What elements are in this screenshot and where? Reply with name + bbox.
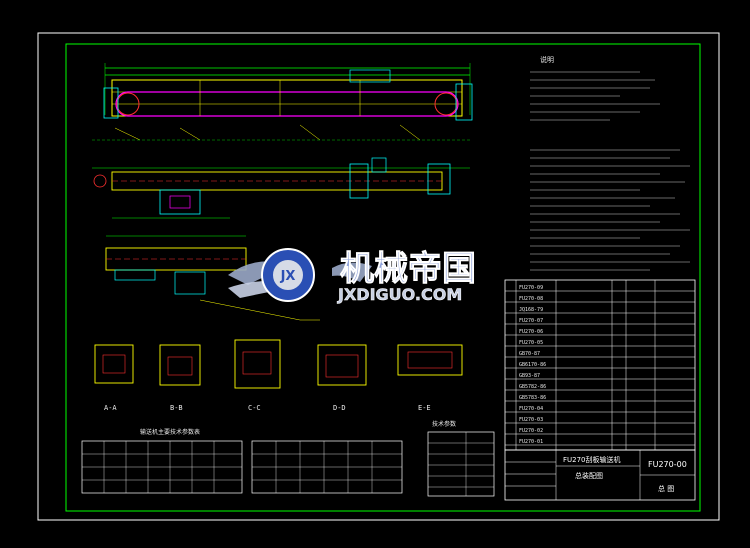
bom-code: FU270-01	[519, 439, 543, 445]
bom-code: GB5783-86	[519, 395, 546, 401]
bom-code: FU270-06	[519, 329, 543, 335]
main-elevation-view	[92, 63, 473, 141]
bom-code: FU270-05	[519, 340, 543, 346]
watermark-latin: JXDIGUO.COM	[337, 285, 462, 304]
section-label-b: B-B	[170, 404, 183, 412]
table1-title: 输送机主要技术参数表	[140, 428, 200, 436]
watermark-chinese: 机械帝国	[340, 249, 476, 289]
emblem-letters: JX	[280, 269, 296, 284]
bom-code: GB93-87	[519, 373, 540, 379]
section-views: A-A B-B C-C D-D E-E	[94, 339, 463, 412]
outer-frame	[37, 32, 720, 521]
title-line-2: 总装配图	[575, 471, 603, 480]
bom-code: FU270-07	[519, 318, 543, 324]
bom-code: GB70-87	[519, 351, 540, 357]
technical-notes: 说明	[530, 55, 690, 271]
section-label-e: E-E	[418, 404, 431, 412]
parameter-table-2	[251, 440, 403, 494]
tech-parameter-table: 技术参数	[427, 420, 495, 497]
parameter-table-1: 输送机主要技术参数表	[81, 428, 243, 494]
bom-code: FU270-02	[519, 428, 543, 434]
bom-code: JQ168-79	[519, 307, 543, 313]
bom-code: FU270-03	[519, 417, 543, 423]
drawing-border	[65, 43, 701, 512]
bom-code: FU270-04	[519, 406, 543, 412]
bom-code: GB6170-86	[519, 362, 546, 368]
drawing-number: FU270-00	[648, 460, 687, 469]
sheet-label: 总 图	[658, 484, 674, 493]
section-label-c: C-C	[248, 404, 261, 412]
title-line-1: FU270刮板输送机	[563, 455, 621, 464]
watermark-logo: JX 机械帝国 JXDIGUO.COM	[228, 248, 476, 304]
plan-view	[92, 157, 470, 219]
section-label-d: D-D	[333, 404, 346, 412]
section-label-a: A-A	[104, 404, 117, 412]
notes-heading: 说明	[540, 55, 554, 64]
table2-title: 技术参数	[432, 420, 456, 428]
bom-code: GB5782-86	[519, 384, 546, 390]
bom-code: FU270-08	[519, 296, 543, 302]
lower-plan-view	[105, 235, 320, 321]
title-block: FU270刮板输送机 总装配图 FU270-00 总 图	[504, 449, 696, 501]
bom-code: FU270-09	[519, 285, 543, 291]
